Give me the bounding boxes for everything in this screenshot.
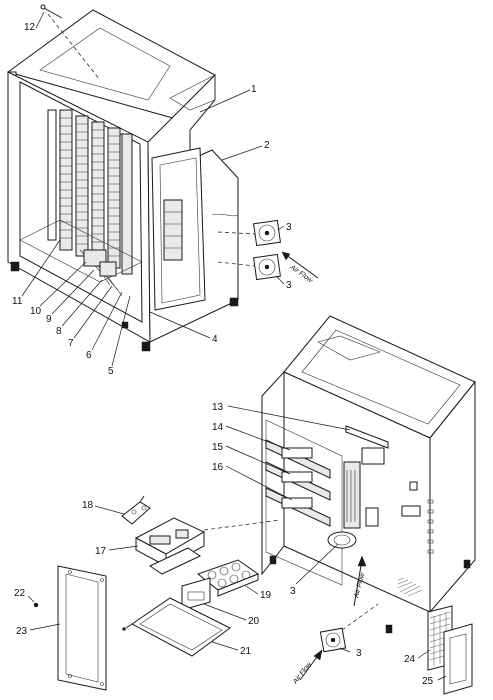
callout-3a: 3 bbox=[286, 222, 292, 233]
callout-13: 13 bbox=[212, 402, 224, 413]
callout-17: 17 bbox=[95, 546, 107, 557]
callout-12: 12 bbox=[24, 22, 36, 33]
callout-2: 2 bbox=[264, 140, 270, 151]
callout-3d: 3 bbox=[356, 648, 362, 659]
screw-22 bbox=[33, 602, 39, 608]
lower-cabinet-right-face bbox=[429, 380, 476, 614]
frame-25 bbox=[443, 623, 473, 695]
screw-12 bbox=[40, 4, 63, 19]
airflow-arrow-lower: Air Flow bbox=[291, 649, 323, 686]
fan-3-lower bbox=[319, 627, 347, 653]
plate-19 bbox=[196, 559, 260, 597]
card-cage bbox=[59, 109, 133, 275]
callout-19: 19 bbox=[260, 590, 272, 601]
bracket-13 bbox=[345, 425, 389, 449]
fan-3-upper-a bbox=[253, 219, 281, 247]
panel-23 bbox=[57, 565, 107, 691]
callout-24: 24 bbox=[404, 654, 416, 665]
right-face-vents bbox=[397, 481, 434, 597]
callout-1: 1 bbox=[251, 84, 257, 95]
tray-21 bbox=[122, 597, 231, 657]
callout-18: 18 bbox=[82, 500, 94, 511]
callout-16: 16 bbox=[212, 462, 224, 473]
callout-20: 20 bbox=[248, 616, 260, 627]
callout-15: 15 bbox=[212, 442, 224, 453]
callout-6: 6 bbox=[86, 350, 92, 361]
vertical-module bbox=[343, 461, 361, 529]
callout-9: 9 bbox=[46, 314, 52, 325]
fan-3-inside bbox=[327, 531, 357, 549]
callout-21: 21 bbox=[240, 646, 252, 657]
callout-3b: 3 bbox=[286, 280, 292, 291]
callout-7: 7 bbox=[68, 338, 74, 349]
callout-10: 10 bbox=[30, 306, 42, 317]
callout-3c: 3 bbox=[290, 586, 296, 597]
callout-14: 14 bbox=[212, 422, 224, 433]
lower-cabinet bbox=[261, 315, 476, 634]
bracket-18 bbox=[121, 495, 151, 525]
callout-5: 5 bbox=[108, 366, 114, 377]
callout-labels: 1 2 3 3 4 5 6 7 8 9 10 11 12 13 14 15 16… bbox=[12, 22, 434, 687]
callout-11: 11 bbox=[12, 296, 23, 307]
upper-cabinet bbox=[6, 9, 239, 352]
callout-25: 25 bbox=[422, 676, 434, 687]
callout-8: 8 bbox=[56, 326, 62, 337]
unit-17 bbox=[134, 517, 206, 575]
upper-cabinet-feet bbox=[10, 261, 239, 352]
airflow-label-1: Air Flow bbox=[288, 263, 314, 285]
callout-4: 4 bbox=[212, 334, 218, 345]
bracket-20 bbox=[181, 577, 211, 611]
airflow-label-3: Air Flow bbox=[291, 660, 313, 686]
leader-lines bbox=[21, 11, 447, 681]
callout-22: 22 bbox=[14, 588, 26, 599]
callout-23: 23 bbox=[16, 626, 28, 637]
fan-3-upper-b bbox=[253, 253, 281, 281]
